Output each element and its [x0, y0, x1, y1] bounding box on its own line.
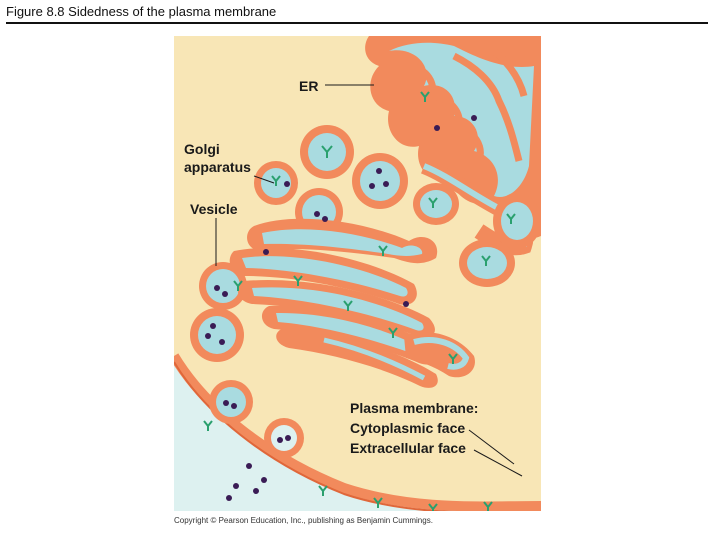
diagram-canvas: ER Golgi apparatus Vesicle Plasma membra… [174, 36, 541, 511]
title-divider [6, 22, 708, 24]
golgi-label-line2: apparatus [184, 159, 251, 175]
golgi-label-line1: Golgi [184, 141, 220, 157]
plasma-membrane-label: Plasma membrane: [350, 400, 478, 416]
leader-lines [215, 84, 523, 477]
vesicle-label: Vesicle [190, 201, 238, 217]
copyright-credit: Copyright © Pearson Education, Inc., pub… [174, 516, 433, 525]
carbohydrate-markers [203, 91, 516, 511]
golgi-apparatus [229, 218, 475, 388]
extracellular-face-label: Extracellular face [350, 440, 466, 456]
er-label: ER [299, 78, 318, 94]
extracellular-space [174, 356, 541, 511]
fusing-vesicle [264, 418, 304, 458]
vesicle [352, 153, 408, 209]
protein-dots [205, 115, 477, 501]
slide-title: Figure 8.8 Sidedness of the plasma membr… [6, 4, 277, 19]
vesicle [199, 262, 247, 310]
budding-vesicle [209, 380, 253, 424]
vesicle [190, 308, 244, 362]
cytoplasmic-face-label: Cytoplasmic face [350, 420, 465, 436]
membrane-sidedness-diagram: ER Golgi apparatus Vesicle Plasma membra… [174, 36, 541, 511]
